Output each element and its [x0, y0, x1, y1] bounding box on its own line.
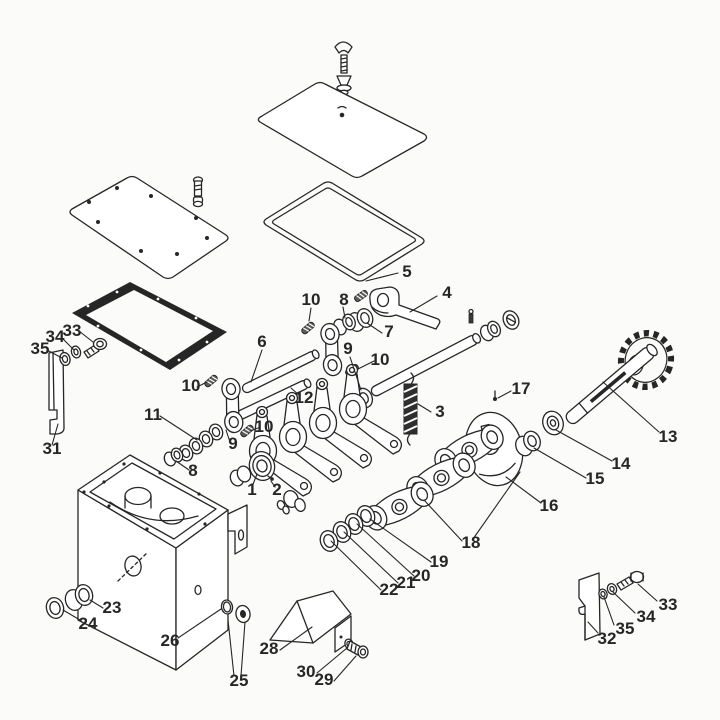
shaft-6: [241, 349, 320, 394]
callout-33-right: 33: [659, 595, 678, 614]
anchor-bracket: [578, 572, 601, 641]
washer-35-left: [59, 351, 71, 367]
callouts: 1 2 3 4 5 6 7 8 8 9 9 10 10 10 10 11 12 …: [31, 262, 678, 690]
side-cover-plate: [69, 175, 229, 280]
roll-pin: [352, 288, 370, 304]
bushing-8-left: [163, 447, 184, 467]
bearing-14: [542, 410, 564, 436]
callout-19: 19: [430, 552, 449, 571]
extension-spring: [403, 372, 418, 446]
stepped-bushing: [276, 490, 306, 515]
callout-24: 24: [79, 614, 98, 633]
callout-9-top: 9: [343, 339, 352, 358]
callout-28: 28: [260, 639, 279, 658]
callout-7: 7: [384, 322, 393, 341]
callout-6: 6: [257, 332, 266, 351]
callout-21: 21: [397, 573, 416, 592]
callout-34-left: 34: [46, 327, 65, 346]
bushing-15: [515, 430, 541, 457]
shaft-seal-ring: [502, 310, 520, 330]
housing-gasket: [72, 282, 227, 370]
callout-11: 11: [144, 405, 162, 424]
callout-34-right: 34: [637, 607, 656, 626]
cover-gasket: [263, 181, 425, 282]
bearing-1: [229, 450, 276, 487]
callout-31: 31: [43, 439, 62, 458]
callout-14: 14: [612, 454, 631, 473]
dowel-pin-17: [493, 390, 497, 401]
top-cover-plate: [257, 81, 428, 179]
bolt-29: [346, 640, 369, 659]
callout-13: 13: [659, 427, 678, 446]
callout-25: 25: [230, 671, 249, 690]
roll-pin: [203, 373, 219, 389]
connecting-rod-left: [221, 377, 244, 434]
top-screw-assembly: [334, 41, 353, 96]
callout-17: 17: [512, 379, 531, 398]
callout-20: 20: [412, 566, 431, 585]
retainer-strap: [48, 349, 65, 435]
callout-9-left: 9: [228, 434, 237, 453]
plate-screw: [192, 176, 204, 208]
bolt-33-right: [616, 570, 645, 591]
callout-8-top: 8: [339, 290, 348, 309]
callout-4: 4: [442, 283, 452, 302]
roll-pin: [300, 320, 316, 336]
o-ring-26: [220, 599, 234, 615]
callout-18: 18: [462, 533, 481, 552]
callout-3: 3: [435, 402, 444, 421]
grommet-25: [235, 604, 251, 624]
bolt-33-left: [83, 337, 108, 359]
callout-15: 15: [586, 469, 605, 488]
callout-8-left: 8: [188, 461, 197, 480]
callout-33-left: 33: [63, 321, 82, 340]
callout-5: 5: [402, 262, 411, 281]
shaft-key-pin: [468, 308, 474, 324]
callout-2: 2: [272, 480, 281, 499]
callout-12: 12: [295, 388, 314, 407]
bushing-23: [64, 583, 94, 612]
callout-10-a: 10: [302, 290, 321, 309]
callout-35-left: 35: [31, 339, 50, 358]
callout-10-b: 10: [371, 350, 390, 369]
connecting-rod-right: [320, 322, 343, 377]
wobble-arm: [359, 476, 439, 536]
leader-lines: [46, 272, 660, 682]
callout-35-right: 35: [616, 619, 635, 638]
shaft-bushing: [479, 320, 502, 342]
guard-bracket: [269, 590, 352, 653]
callout-10-d: 10: [255, 417, 274, 436]
washer-34-right: [606, 582, 618, 596]
callout-1: 1: [247, 480, 256, 499]
callout-26: 26: [161, 631, 180, 650]
callout-30: 30: [297, 662, 316, 681]
callout-16: 16: [540, 496, 559, 515]
callout-29: 29: [315, 670, 334, 689]
ring-24: [45, 596, 65, 620]
callout-10-c: 10: [182, 376, 201, 395]
shift-lever: [369, 286, 441, 330]
pivot-shaft: [370, 332, 482, 397]
callout-22: 22: [380, 580, 399, 599]
set-pin-2: [267, 475, 274, 481]
callout-32: 32: [598, 629, 617, 648]
callout-23: 23: [103, 598, 122, 617]
